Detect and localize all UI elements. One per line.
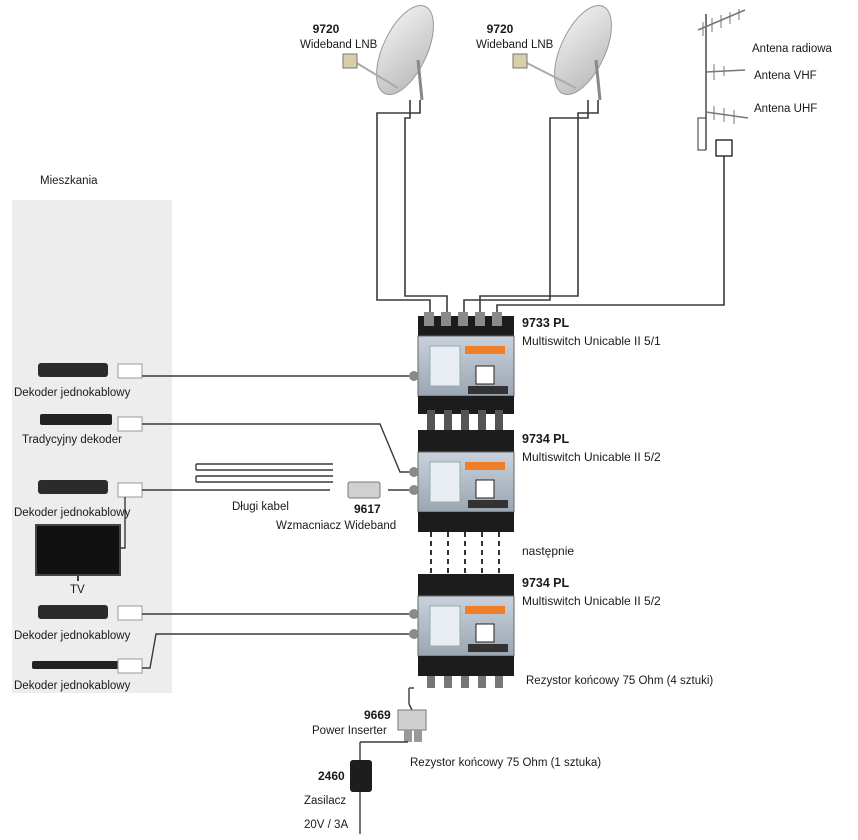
continuation-links [430,532,500,576]
device-label-4: Dekoder jednokablowy [14,630,131,642]
terrestrial-antennas [697,9,749,157]
multiswitch-2 [409,430,515,532]
long-cable-loops [195,463,333,483]
terminator4-label: Rezystor końcowy 75 Ohm (4 sztuki) [526,675,714,687]
device-label-1: Dekoder jednokablowy [14,387,131,399]
ms1-name: Multiswitch Unicable II 5/1 [522,334,661,348]
device-label-3: Dekoder jednokablowy [14,507,131,519]
device-label-2: Tradycyjny dekoder [22,434,122,446]
long-cable-label: Długi kabel [232,501,289,513]
antenna-vhf-label: Antena VHF [754,70,817,82]
power-supply-device [350,742,372,834]
amplifier-code: 9617 [354,502,381,516]
power-inserter-code: 9669 [364,708,391,722]
lnb-left-code: 9720 [312,22,340,36]
lnb-right-name: Wideband LNB [476,39,554,51]
power-inserter-device [397,703,427,742]
psu-code: 2460 [318,769,345,783]
device-label-5: Dekoder jednokablowy [14,680,131,692]
lnb-right-code: 9720 [486,22,514,36]
ms2-code: 9734 PL [522,432,570,446]
psu-name: Zasilacz [304,795,347,807]
panel-title: Mieszkania [40,175,98,187]
multiswitch-3 [409,574,515,688]
terminator1-label: Rezystor końcowy 75 Ohm (1 sztuka) [410,757,602,769]
device-label-tv: TV [70,584,85,596]
next-label: następnie [522,544,575,558]
lnb-left-name: Wideband LNB [300,39,378,51]
ms1-code: 9733 PL [522,316,570,330]
satellite-dish-left [342,5,434,101]
ms3-name: Multiswitch Unicable II 5/2 [522,594,661,608]
ms1-ms2-links [427,410,503,432]
antenna-uhf-label: Antena UHF [754,103,818,115]
ms2-name: Multiswitch Unicable II 5/2 [522,450,661,464]
amplifier-device [347,481,381,499]
multiswitch-1 [409,312,515,414]
ms3-code: 9734 PL [522,576,570,590]
drop-cables [120,375,414,704]
antenna-radio-label: Antena radiowa [752,43,832,55]
feed-cables [376,100,725,320]
satellite-dish-right [512,5,612,101]
power-inserter-name: Power Inserter [312,725,387,737]
psu-spec: 20V / 3A [304,819,349,831]
amplifier-name: Wzmacniacz Wideband [276,520,397,532]
